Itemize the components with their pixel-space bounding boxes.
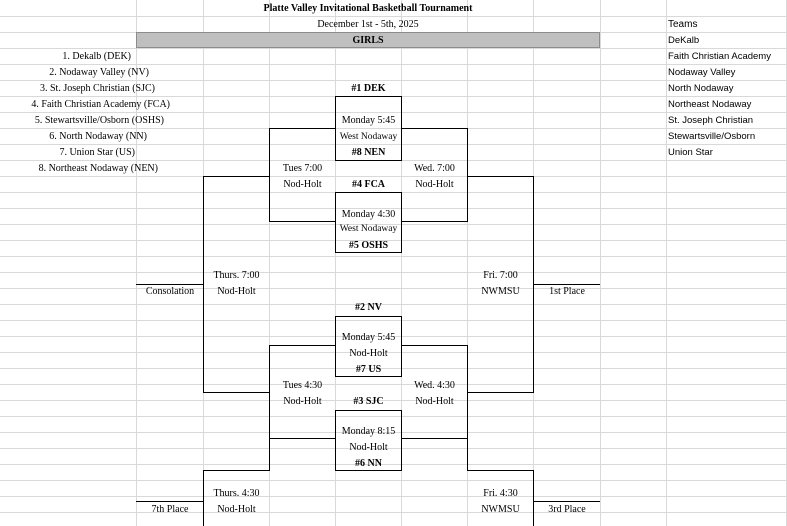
seed-2: 2. Nodaway Valley (NV) bbox=[49, 67, 149, 78]
game4-bottom-team: #6 NN bbox=[355, 458, 382, 469]
game3-time: Monday 5:45 bbox=[341, 332, 396, 343]
bracket-line bbox=[533, 284, 600, 285]
game1-site: West Nodaway bbox=[339, 132, 398, 142]
game4-site: Nod-Holt bbox=[349, 442, 388, 453]
seventh-time: Thurs. 4:30 bbox=[213, 488, 260, 499]
bracket-line bbox=[269, 128, 270, 222]
bracket-line bbox=[335, 160, 402, 161]
game1-top-team: #1 DEK bbox=[351, 83, 386, 94]
bracket-line bbox=[136, 501, 204, 502]
tournament-dates: December 1st - 5th, 2025 bbox=[317, 19, 419, 30]
game4-time: Monday 8:15 bbox=[341, 426, 396, 437]
bracket-line bbox=[467, 438, 468, 471]
team-item: Union Star bbox=[668, 147, 713, 158]
bracket-line bbox=[335, 470, 402, 471]
consolation-time: Thurs. 7:00 bbox=[213, 270, 260, 281]
game2-bottom-team: #5 OSHS bbox=[348, 240, 389, 251]
win-semi-bottom-site: Nod-Holt bbox=[415, 396, 454, 407]
team-item: St. Joseph Christian bbox=[668, 115, 754, 126]
bracket-line bbox=[401, 192, 402, 253]
team-item: Nodaway Valley bbox=[668, 67, 736, 78]
game3-top-team: #2 NV bbox=[355, 302, 382, 313]
first-place-label: 1st Place bbox=[549, 286, 585, 297]
third-time: Fri. 4:30 bbox=[483, 488, 518, 499]
seed-3: 3. St. Joseph Christian (SJC) bbox=[39, 83, 155, 94]
team-item: Stewartsville/Osborn bbox=[668, 131, 756, 142]
bracket-line bbox=[335, 96, 402, 97]
bracket-line bbox=[269, 128, 336, 129]
team-item: Faith Christian Academy bbox=[668, 51, 771, 62]
bracket-line bbox=[203, 392, 270, 393]
teams-header: Teams bbox=[668, 19, 698, 30]
game1-time: Monday 5:45 bbox=[341, 115, 396, 126]
cons-semi-top-time: Tues 7:00 bbox=[282, 163, 323, 174]
bracket-line bbox=[401, 128, 468, 129]
bracket-line bbox=[335, 410, 336, 471]
seed-1: 1. Dekalb (DEK) bbox=[62, 51, 131, 62]
third-place-label: 3rd Place bbox=[548, 504, 586, 515]
game2-top-team: #4 FCA bbox=[351, 179, 386, 190]
bracket-line bbox=[401, 316, 402, 377]
seventh-place-label: 7th Place bbox=[151, 504, 189, 515]
division-label: GIRLS bbox=[352, 35, 384, 46]
win-semi-top-site: Nod-Holt bbox=[415, 179, 454, 190]
bracket-line bbox=[335, 192, 336, 253]
bracket-line bbox=[335, 410, 402, 411]
game3-bottom-team: #7 US bbox=[355, 364, 382, 375]
consolation-label: Consolation bbox=[145, 286, 195, 297]
bracket-line bbox=[335, 316, 402, 317]
cons-semi-bottom-site: Nod-Holt bbox=[283, 396, 322, 407]
bracket-line bbox=[203, 470, 204, 526]
cons-semi-top-site: Nod-Holt bbox=[283, 179, 322, 190]
bracket-line bbox=[467, 176, 534, 177]
bracket-line bbox=[401, 438, 468, 439]
division-band bbox=[136, 32, 600, 48]
bracket-line bbox=[335, 252, 402, 253]
bracket-line bbox=[467, 128, 468, 222]
seed-5: 5. Stewartsville/Osborn (OSHS) bbox=[34, 115, 164, 126]
game2-time: Monday 4:30 bbox=[341, 209, 396, 220]
championship-time: Fri. 7:00 bbox=[483, 270, 518, 281]
seed-7: 7. Union Star (US) bbox=[59, 147, 135, 158]
bracket-line bbox=[335, 316, 336, 377]
bracket-line bbox=[203, 470, 270, 471]
team-item: Northeast Nodaway bbox=[668, 99, 752, 110]
bracket-line bbox=[335, 376, 402, 377]
cons-semi-bottom-time: Tues 4:30 bbox=[282, 380, 323, 391]
championship-site: NWMSU bbox=[481, 286, 520, 297]
bracket-line bbox=[269, 221, 336, 222]
seed-4: 4. Faith Christian Academy (FCA) bbox=[31, 99, 170, 110]
game1-bottom-team: #8 NEN bbox=[351, 147, 386, 158]
seed-6: 6. North Nodaway (NN) bbox=[49, 131, 147, 142]
bracket-line bbox=[203, 176, 270, 177]
third-site: NWMSU bbox=[481, 504, 520, 515]
game2-site: West Nodaway bbox=[339, 224, 398, 234]
bracket-line bbox=[401, 221, 468, 222]
team-item: DeKalb bbox=[668, 35, 700, 46]
bracket-line bbox=[335, 192, 402, 193]
bracket-line bbox=[533, 470, 534, 526]
game3-site: Nod-Holt bbox=[349, 348, 388, 359]
tournament-title: Platte Valley Invitational Basketball To… bbox=[263, 3, 473, 14]
bracket-line bbox=[269, 438, 270, 471]
seventh-site: Nod-Holt bbox=[217, 504, 256, 515]
bracket-line bbox=[269, 438, 336, 439]
consolation-site: Nod-Holt bbox=[217, 286, 256, 297]
bracket-line bbox=[136, 284, 204, 285]
bracket-line bbox=[467, 392, 534, 393]
bracket-line bbox=[269, 345, 336, 346]
bracket-line bbox=[533, 501, 600, 502]
win-semi-bottom-time: Wed. 4:30 bbox=[414, 380, 455, 391]
seed-8: 8. Northeast Nodaway (NEN) bbox=[38, 163, 158, 174]
win-semi-top-time: Wed. 7:00 bbox=[414, 163, 455, 174]
team-item: North Nodaway bbox=[668, 83, 734, 94]
bracket-line bbox=[401, 345, 468, 346]
bracket-line bbox=[401, 410, 402, 471]
bracket-line bbox=[467, 470, 534, 471]
game4-top-team: #3 SJC bbox=[353, 396, 384, 407]
